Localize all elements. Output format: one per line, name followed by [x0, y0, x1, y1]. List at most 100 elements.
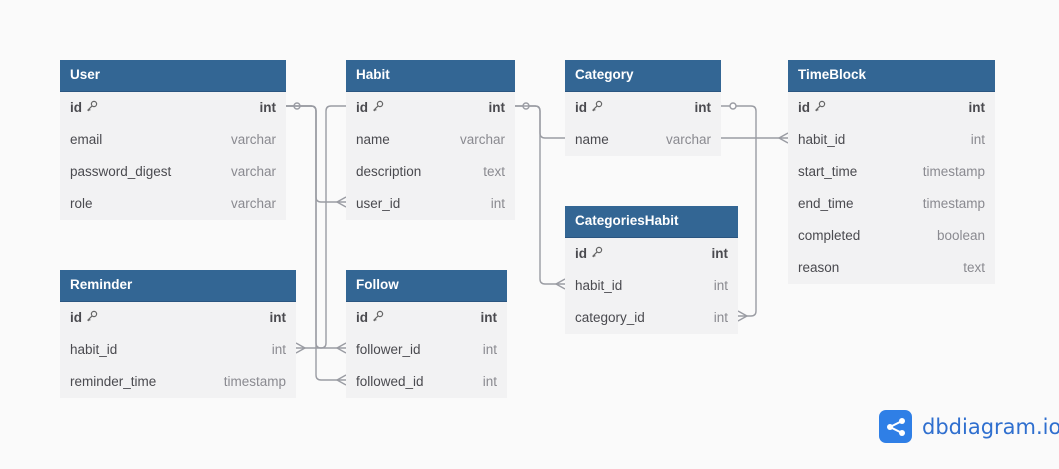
field-name-text: id	[70, 100, 82, 115]
field-type: text	[963, 260, 985, 275]
field-type: int	[968, 100, 986, 115]
field-row-timeblock-habit_id[interactable]: habit_id int	[788, 124, 995, 156]
field-name: name	[356, 124, 390, 156]
field-type: varchar	[230, 164, 276, 179]
field-type: int	[970, 132, 985, 147]
many-end-marker	[335, 196, 347, 208]
field-type: varchar	[665, 132, 711, 147]
field-type: int	[271, 342, 286, 357]
field-name: follower_id	[356, 334, 421, 366]
field-type: varchar	[230, 132, 276, 147]
table-header[interactable]: Reminder	[60, 270, 296, 302]
field-type: int	[490, 196, 505, 211]
field-row-timeblock-id[interactable]: id int	[788, 92, 995, 124]
many-end-marker	[777, 132, 789, 144]
field-name-text: end_time	[798, 196, 854, 211]
field-name-text: follower_id	[356, 342, 421, 357]
field-row-user-email[interactable]: email varchar	[60, 124, 286, 156]
field-row-reminder-habit_id[interactable]: habit_id int	[60, 334, 296, 366]
field-type: int	[480, 310, 498, 325]
field-name: role	[70, 188, 93, 220]
key-icon	[86, 92, 98, 124]
field-name: password_digest	[70, 156, 171, 188]
field-name-text: id	[356, 310, 368, 325]
field-name: category_id	[575, 302, 645, 334]
relationship-line	[286, 105, 346, 203]
table-header[interactable]: Category	[565, 60, 721, 92]
field-name: reason	[798, 252, 839, 284]
field-row-category-id[interactable]: id int	[565, 92, 721, 124]
many-end-marker	[554, 278, 566, 290]
field-name: id	[356, 302, 384, 334]
field-name: id	[356, 92, 384, 124]
field-type: int	[694, 100, 712, 115]
field-name-text: role	[70, 196, 93, 211]
field-name: id	[575, 238, 603, 270]
table-header[interactable]: User	[60, 60, 286, 92]
relationship-line	[515, 105, 565, 285]
field-row-timeblock-completed[interactable]: completed boolean	[788, 220, 995, 252]
key-icon	[372, 302, 384, 334]
field-name: description	[356, 156, 421, 188]
many-end-marker	[295, 342, 307, 354]
field-row-categorieshabit-category_id[interactable]: category_id int	[565, 302, 738, 334]
relationship-line	[296, 105, 346, 349]
table-header[interactable]: Habit	[346, 60, 515, 92]
field-name: completed	[798, 220, 860, 252]
field-name-text: followed_id	[356, 374, 424, 389]
field-name-text: id	[70, 310, 82, 325]
field-name-text: habit_id	[575, 278, 623, 293]
field-type: boolean	[936, 228, 985, 243]
key-icon	[86, 302, 98, 334]
table-header[interactable]: TimeBlock	[788, 60, 995, 92]
dbdiagram-logo-icon	[879, 410, 912, 443]
table-header[interactable]: CategoriesHabit	[565, 206, 738, 238]
one-end-marker	[293, 102, 301, 110]
field-name: start_time	[798, 156, 857, 188]
field-row-follow-id[interactable]: id int	[346, 302, 507, 334]
key-icon	[591, 238, 603, 270]
field-name: email	[70, 124, 102, 156]
many-end-marker	[335, 374, 347, 386]
field-row-habit-user_id[interactable]: user_id int	[346, 188, 515, 220]
field-type: varchar	[230, 196, 276, 211]
table-header[interactable]: Follow	[346, 270, 507, 302]
field-name-text: id	[798, 100, 810, 115]
field-name: habit_id	[70, 334, 117, 366]
field-row-user-role[interactable]: role varchar	[60, 188, 286, 220]
key-icon	[372, 92, 384, 124]
field-row-habit-name[interactable]: name varchar	[346, 124, 515, 156]
field-type: varchar	[459, 132, 505, 147]
field-name-text: id	[575, 246, 587, 261]
field-name: habit_id	[798, 124, 845, 156]
field-row-user-password_digest[interactable]: password_digest varchar	[60, 156, 286, 188]
field-name-text: name	[356, 132, 390, 147]
brand-logo: dbdiagram.io	[879, 410, 1059, 443]
field-name: id	[798, 92, 826, 124]
field-name: user_id	[356, 188, 400, 220]
field-type: int	[713, 310, 728, 325]
one-end-marker	[729, 102, 737, 110]
field-name: id	[575, 92, 603, 124]
field-row-timeblock-reason[interactable]: reason text	[788, 252, 995, 284]
